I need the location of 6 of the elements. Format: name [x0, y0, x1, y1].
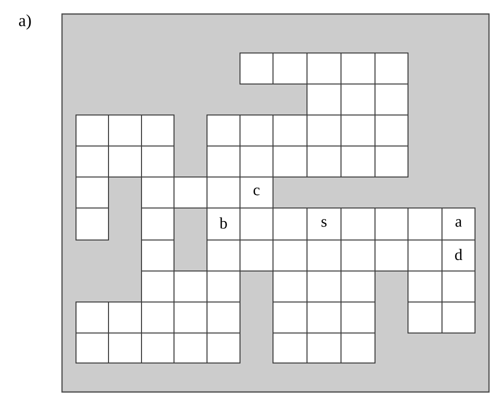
panel-label: a) — [19, 14, 31, 30]
cell-letter: d — [455, 248, 462, 260]
cell-letter: a — [456, 219, 462, 227]
cell-letter: c — [254, 188, 260, 196]
cell-letter: s — [322, 219, 327, 227]
cell-letter: b — [220, 217, 227, 229]
